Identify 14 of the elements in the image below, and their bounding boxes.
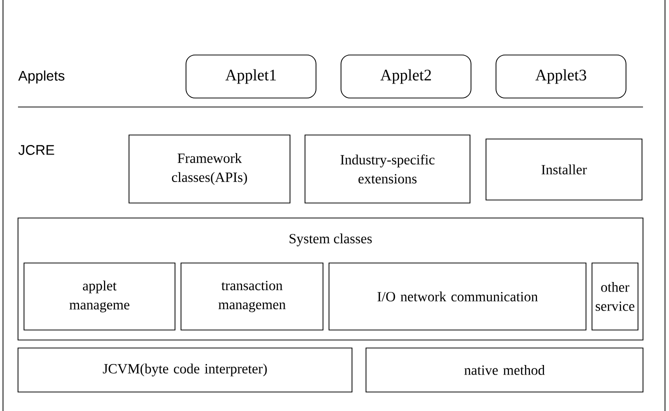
- layer-label: JCRE: [18, 145, 54, 155]
- layer-label: Applets: [18, 70, 64, 84]
- component-box: Framework classes(APIs): [128, 134, 290, 204]
- component-box: transaction managemen: [180, 262, 324, 330]
- applet-box: Applet3: [496, 54, 626, 98]
- component-box: I/O network communication: [328, 262, 586, 330]
- component-box: Installer: [486, 138, 642, 200]
- component-box: native method: [366, 348, 644, 392]
- applet-box: Applet2: [340, 54, 472, 98]
- component-box: JCVM(byte code interpreter): [18, 348, 352, 392]
- component-box: Industry-specific extensions: [304, 134, 470, 204]
- component-box: applet manageme: [24, 262, 176, 330]
- component-box: other service: [592, 262, 638, 330]
- applet-box: Applet1: [186, 54, 316, 98]
